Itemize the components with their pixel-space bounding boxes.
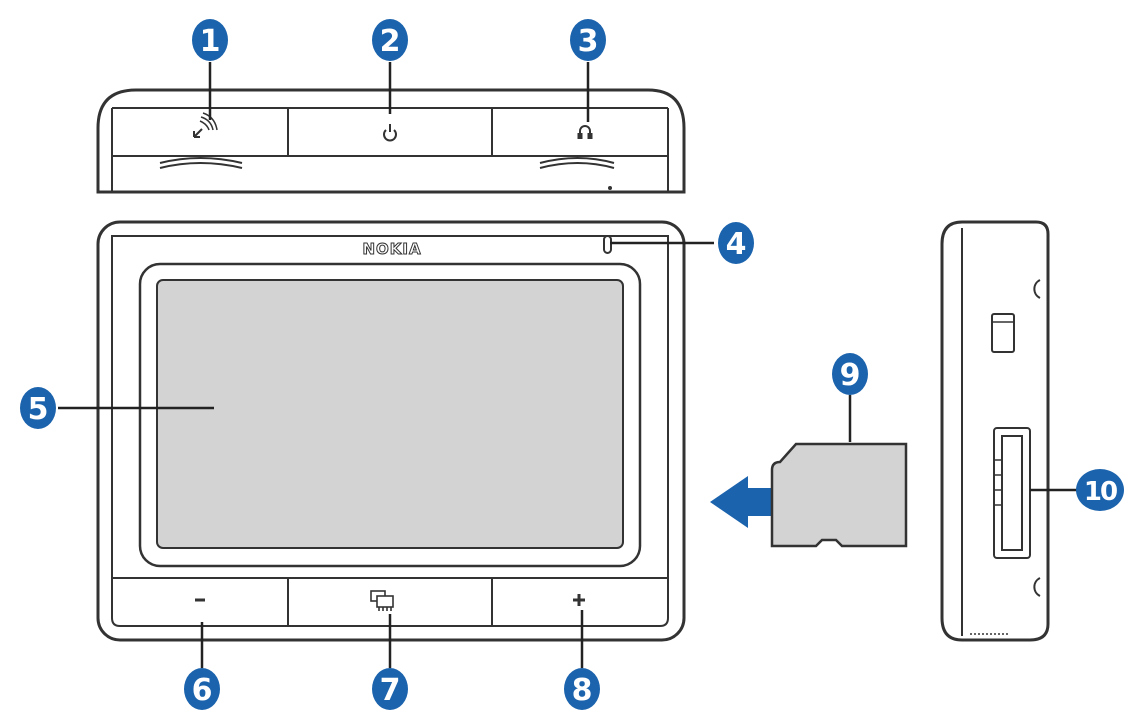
svg-text:1: 1 (200, 24, 221, 59)
callout-1: 1 (192, 19, 228, 61)
menu-windows-icon (370, 590, 394, 611)
power-icon (383, 124, 397, 142)
svg-text:8: 8 (572, 673, 593, 708)
gps-satellite-icon (193, 112, 218, 138)
memory-card-slot (993, 427, 1031, 559)
callout-8: 8 (564, 668, 600, 710)
svg-text:5: 5 (28, 392, 49, 427)
screen-bezel (138, 262, 642, 568)
device-top-view (96, 88, 686, 194)
callout-9: 9 (832, 353, 868, 395)
callout-3: 3 (570, 19, 606, 61)
memory-card (770, 442, 908, 548)
svg-text:10: 10 (1084, 477, 1117, 507)
device-front-view: NOKIA (96, 220, 686, 642)
callout-2: 2 (372, 19, 408, 61)
svg-text:3: 3 (578, 24, 599, 59)
svg-text:6: 6 (192, 673, 213, 708)
svg-text:2: 2 (380, 24, 401, 59)
svg-text:7: 7 (380, 673, 401, 708)
callout-7: 7 (372, 668, 408, 710)
callout-4: 4 (718, 222, 754, 264)
svg-text:9: 9 (840, 358, 861, 393)
touch-screen (156, 279, 624, 549)
callouts: 1 2 3 4 5 6 7 8 (20, 19, 1124, 710)
plus-icon (573, 594, 585, 606)
card-insert-arrow (710, 476, 780, 528)
light-sensor (603, 235, 612, 254)
headset-icon (577, 125, 593, 139)
callout-10: 10 (1076, 469, 1124, 511)
device-side-view (940, 220, 1050, 642)
svg-text:4: 4 (726, 227, 747, 262)
leader-lines (58, 62, 1080, 668)
callout-6: 6 (184, 668, 220, 710)
brand-logo: NOKIA (362, 240, 421, 258)
callout-5: 5 (20, 387, 56, 429)
usb-connector (991, 313, 1015, 353)
